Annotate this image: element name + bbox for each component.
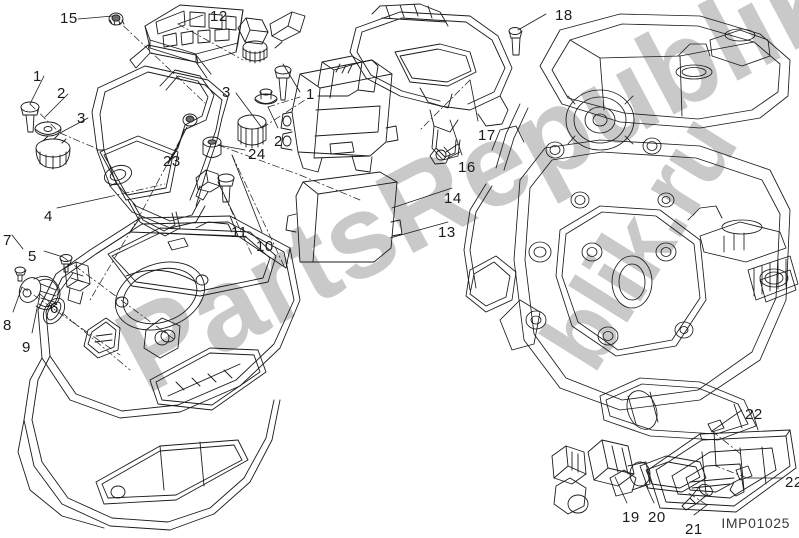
part-1-bolt-upper: [274, 65, 292, 101]
callout-2: 2: [274, 133, 283, 150]
part-19-connector: [587, 439, 651, 491]
callout-8: 8: [3, 317, 12, 334]
part-1-bolt-left: [20, 101, 40, 133]
callout-10: 10: [256, 238, 274, 255]
callout-22: 22: [785, 474, 799, 491]
part-7-screw: [14, 266, 27, 282]
callout-20: 20: [648, 509, 666, 526]
part-13-ecu-cover: [285, 171, 403, 263]
callout-1: 1: [33, 68, 42, 85]
callout-13: 13: [438, 224, 456, 241]
part-23-nut: [182, 113, 198, 127]
part-4-support-bracket: [91, 44, 229, 237]
callout-17: 17: [478, 127, 496, 144]
callout-5: 5: [28, 248, 37, 265]
callout-23: 23: [163, 153, 181, 170]
callout-24: 24: [248, 146, 266, 163]
connector-bodies-lower-left: [551, 445, 589, 515]
diagram-code: IMP01025: [721, 515, 790, 531]
part-3-grommet-left: [35, 133, 71, 170]
callout-15: 15: [60, 10, 78, 27]
callout-3: 3: [77, 110, 86, 127]
part-21-bolt: [681, 483, 713, 511]
part-16-clamp: [429, 143, 461, 165]
part-15-grommet: [108, 12, 125, 26]
callout-7: 7: [3, 232, 12, 249]
part-10-screw: [217, 173, 235, 203]
part-14-ecu-body: [280, 55, 399, 173]
part-18-screw: [508, 27, 523, 56]
part-6-sensor-bracket: [64, 261, 91, 305]
callout-11: 11: [231, 224, 248, 241]
callout-16: 16: [458, 159, 476, 176]
callout-4: 4: [44, 208, 53, 225]
part-24-bushing: [202, 136, 222, 158]
part-2-washer-left: [34, 121, 62, 137]
part-3-grommet-ribbed: [237, 114, 267, 149]
callout-2: 2: [57, 85, 66, 102]
engine-assembly: [463, 13, 799, 441]
callout-21: 21: [685, 521, 703, 538]
callout-3: 3: [222, 84, 231, 101]
callout-14: 14: [444, 190, 462, 207]
callout-6: 6: [50, 300, 59, 317]
callout-19: 19: [622, 509, 640, 526]
airbox-assembly: [17, 215, 301, 531]
callout-12: 12: [210, 8, 228, 25]
callout-1: 1: [306, 86, 315, 103]
part-22-tray-assembly: [647, 419, 797, 513]
part-17-heat-shield: [349, 3, 513, 161]
callout-9: 9: [22, 339, 31, 356]
part-3-mount-grommet-upper: [237, 11, 306, 64]
callout-22: 22: [745, 406, 763, 423]
callout-18: 18: [555, 7, 573, 24]
part-2-washer-upper: [254, 88, 278, 105]
